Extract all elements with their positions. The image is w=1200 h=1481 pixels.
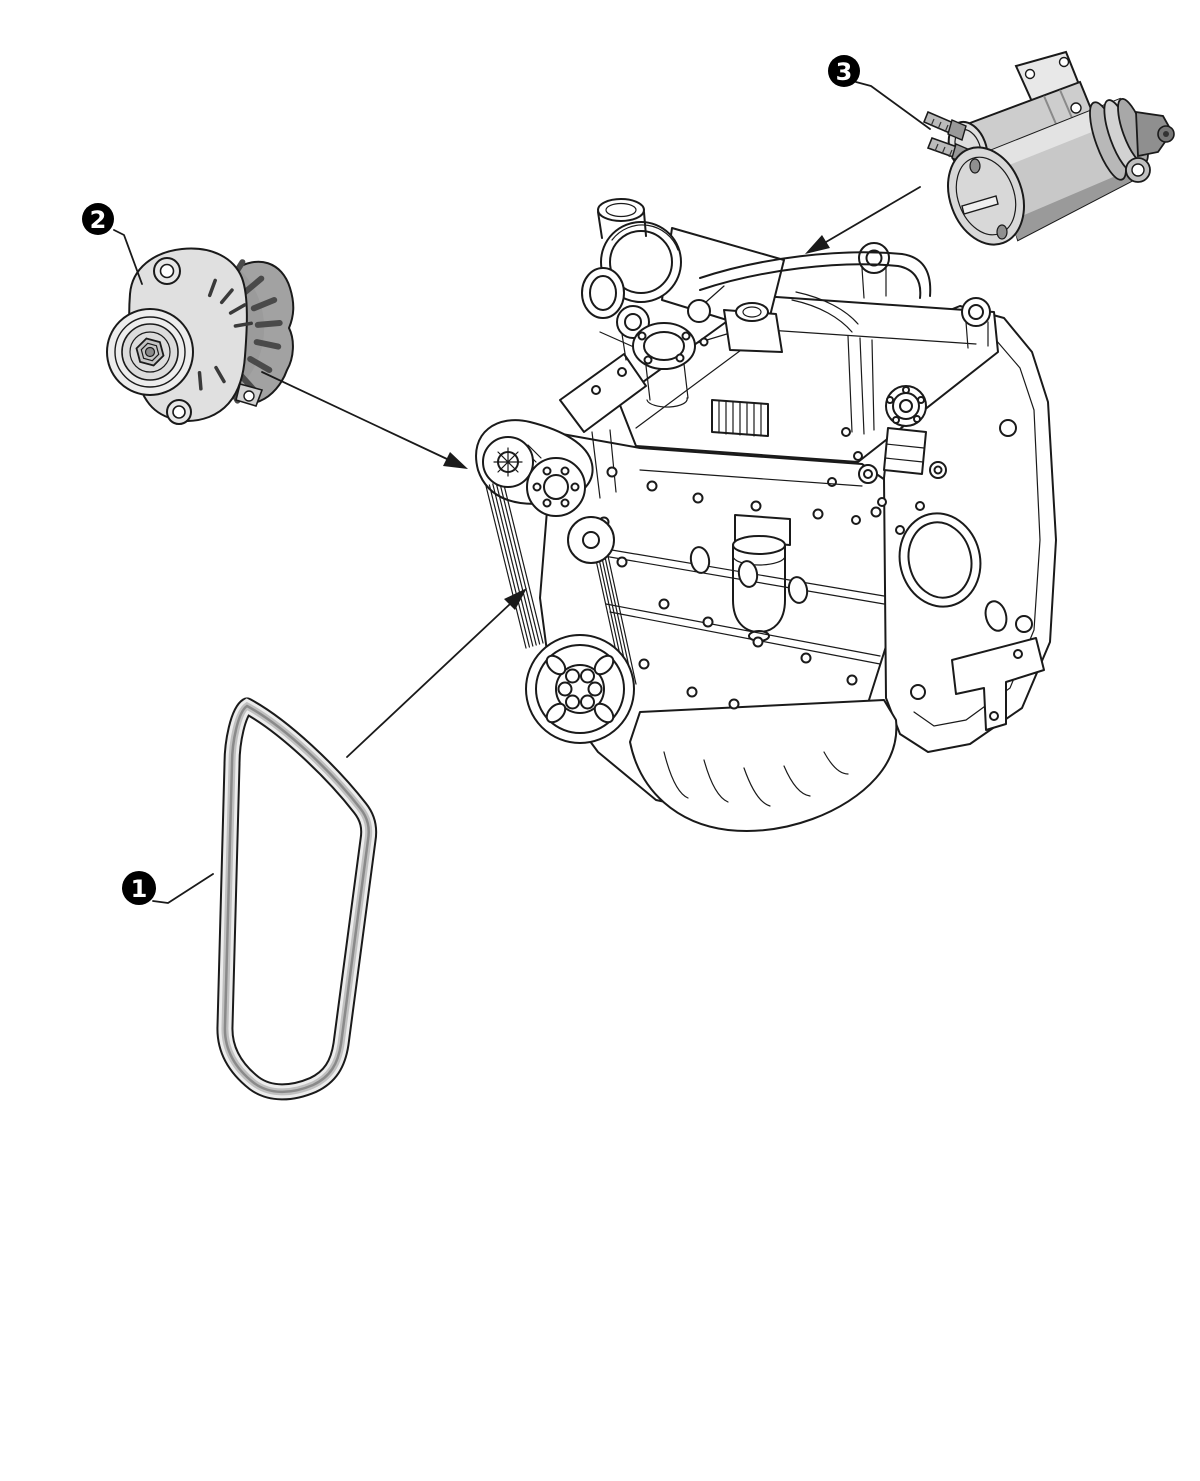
- engine-injection-pump: [827, 385, 953, 550]
- callout-belt[interactable]: 1: [122, 871, 156, 905]
- arrow-line-alternator: [261, 371, 448, 460]
- leader-line-callout-1: [152, 873, 214, 904]
- engine-detail-lines: [598, 466, 885, 710]
- arrow-line-belt: [346, 603, 511, 758]
- callout-starter[interactable]: 3: [828, 55, 860, 87]
- alternator-vent-slots: [197, 278, 253, 391]
- arrowhead-belt: [504, 588, 527, 610]
- leader-line-callout-3: [855, 81, 931, 130]
- callout-alternator[interactable]: 2: [82, 203, 114, 235]
- engine-front-drive: [475, 419, 637, 744]
- callout-2-badge[interactable]: [82, 203, 114, 235]
- callout-2-label: 2: [90, 206, 107, 234]
- alternator-illustration: [106, 247, 295, 425]
- engine-top-towers: [632, 302, 783, 437]
- callout-1-label: 1: [131, 875, 148, 903]
- drive-belt-illustration: [216, 697, 378, 1101]
- engine-flywheel-housing: [883, 305, 1057, 753]
- engine-fuel-filter: [732, 514, 791, 642]
- engine-assembly-illustration: [475, 198, 1057, 832]
- engine-lifting-eyes: [616, 242, 991, 361]
- leader-line-callout-2: [113, 229, 143, 285]
- engine-pipes: [699, 251, 932, 435]
- engine-flywheel-port: [898, 419, 1045, 731]
- engine-front-bracket: [559, 353, 647, 499]
- arrowhead-alternator: [443, 452, 468, 469]
- arrowhead-starter: [805, 235, 830, 254]
- engine-oil-pan: [629, 699, 898, 832]
- starter-motor-illustration: [922, 50, 1175, 246]
- engine-turbocharger: [581, 198, 785, 361]
- arrow-line-starter: [825, 186, 921, 243]
- callout-3-label: 3: [836, 58, 853, 86]
- callout-3-badge[interactable]: [828, 55, 860, 87]
- callout-1-badge[interactable]: [122, 871, 156, 905]
